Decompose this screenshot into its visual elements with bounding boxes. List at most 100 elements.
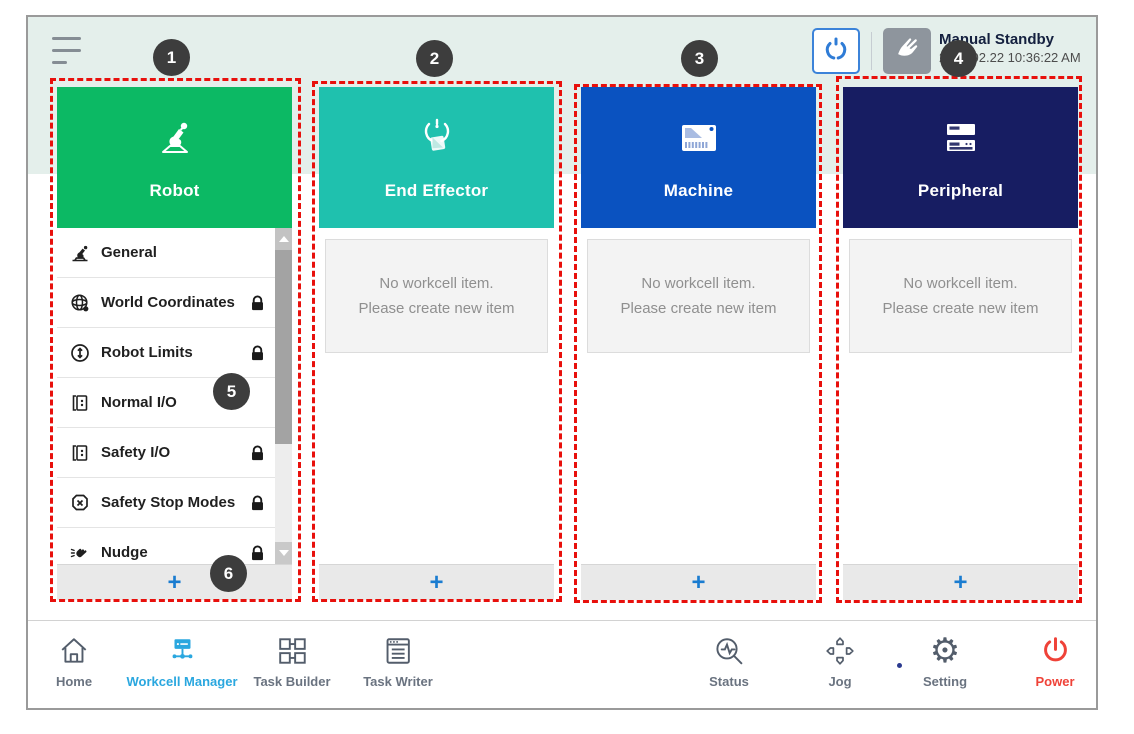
end-effector-header-card[interactable]: End Effector <box>319 87 554 228</box>
robot-arm-icon <box>151 114 199 167</box>
task-writer-icon <box>363 631 433 671</box>
column-title: Robot <box>149 181 200 200</box>
io-port-icon <box>65 442 95 464</box>
callout-badge-5: 5 <box>213 373 250 410</box>
lock-icon <box>249 445 266 467</box>
nudge-hand-icon <box>65 542 95 564</box>
workcell-manager-icon <box>126 631 237 671</box>
bottom-nav-bar: Home Workcell Manager Task Builder <box>28 620 1096 708</box>
column-title: End Effector <box>384 181 489 200</box>
status-magnifier-icon <box>709 631 749 671</box>
empty-state-line1: No workcell item. <box>641 275 756 292</box>
list-item-robot-limits[interactable]: Robot Limits <box>57 328 292 378</box>
nav-label: Setting <box>922 674 968 689</box>
list-item-label: Safety Stop Modes <box>101 494 236 511</box>
lock-icon <box>249 495 266 517</box>
power-icon <box>1035 631 1074 671</box>
nav-workcell-manager[interactable]: Workcell Manager <box>126 631 238 689</box>
list-item-label: Safety I/O <box>101 444 171 461</box>
add-end-effector-button[interactable]: + <box>319 564 554 600</box>
column-title: Peripheral <box>917 181 1004 200</box>
list-item-general[interactable]: General <box>57 228 292 278</box>
list-item-safety-stop-modes[interactable]: Safety Stop Modes <box>57 478 292 528</box>
hand-guide-button[interactable] <box>883 28 931 74</box>
robot-arm-icon <box>65 242 95 264</box>
callout-badge-3: 3 <box>681 40 718 77</box>
plus-icon: + <box>691 568 706 596</box>
callout-badge-2: 2 <box>416 40 453 77</box>
plus-icon: + <box>429 568 444 596</box>
column-end-effector: End Effector No workcell item. Please cr… <box>319 87 554 600</box>
column-title: Machine <box>663 181 734 200</box>
plus-icon: + <box>953 568 968 596</box>
nav-task-builder[interactable]: Task Builder <box>253 631 331 689</box>
empty-state-line2: Please create new item <box>358 300 515 317</box>
gripper-icon <box>821 34 851 69</box>
nav-label: Task Builder <box>253 674 331 689</box>
hand-icon <box>892 34 922 69</box>
list-scrollbar[interactable] <box>275 228 292 564</box>
lock-icon <box>249 295 266 317</box>
callout-badge-1: 1 <box>153 39 190 76</box>
menu-button[interactable] <box>52 33 84 65</box>
list-item-label: World Coordinates <box>101 294 235 311</box>
nav-setting[interactable]: ⚙ Setting <box>923 631 967 689</box>
nav-status[interactable]: Status <box>709 631 749 689</box>
callout-badge-6: 6 <box>210 555 247 592</box>
list-item-label: General <box>101 244 157 261</box>
nav-label: Jog <box>828 674 852 689</box>
list-item-normal-io[interactable]: Normal I/O <box>57 378 292 428</box>
stop-octagon-icon <box>65 492 95 514</box>
column-machine: Machine No workcell item. Please create … <box>581 87 816 600</box>
add-robot-item-button[interactable]: + <box>57 564 292 600</box>
nav-power[interactable]: Power <box>1035 631 1075 689</box>
peripheral-header-card[interactable]: Peripheral <box>843 87 1078 228</box>
add-machine-button[interactable]: + <box>581 564 816 600</box>
empty-state-box: No workcell item. Please create new item <box>587 239 810 353</box>
nav-label: Status <box>709 674 749 689</box>
triangle-down-icon <box>278 550 289 556</box>
limits-icon <box>65 342 95 364</box>
machine-icon <box>675 114 723 167</box>
tool-mode-button[interactable] <box>812 28 860 74</box>
triangle-up-icon <box>278 236 289 242</box>
empty-state-line2: Please create new item <box>882 300 1039 317</box>
callout-badge-4: 4 <box>940 40 977 77</box>
gear-icon: ⚙ <box>929 631 961 671</box>
list-item-nudge[interactable]: Nudge <box>57 528 292 564</box>
scroll-up-button[interactable] <box>275 228 292 250</box>
list-item-safety-io[interactable]: Safety I/O <box>57 428 292 478</box>
nav-task-writer[interactable]: Task Writer <box>363 631 433 689</box>
list-item-world-coordinates[interactable]: World Coordinates <box>57 278 292 328</box>
nav-label: Home <box>55 674 93 689</box>
empty-state-box: No workcell item. Please create new item <box>325 239 548 353</box>
home-icon <box>56 631 92 671</box>
task-builder-icon <box>253 631 330 671</box>
jog-dpad-icon <box>824 631 856 671</box>
gripper-box-icon <box>413 114 461 167</box>
nav-label: Workcell Manager <box>126 674 238 689</box>
nav-home[interactable]: Home <box>56 631 92 689</box>
server-stack-icon <box>937 114 985 167</box>
app-window: Manual Standby 2022.02.22 10:36:22 AM Ro… <box>26 15 1098 710</box>
empty-state-line1: No workcell item. <box>379 275 494 292</box>
list-item-label: Nudge <box>101 544 148 561</box>
hamburger-icon <box>52 37 81 40</box>
list-item-label: Normal I/O <box>101 394 177 411</box>
list-item-label: Robot Limits <box>101 344 193 361</box>
dot-indicator <box>897 663 902 668</box>
add-peripheral-button[interactable]: + <box>843 564 1078 600</box>
scrollbar-thumb[interactable] <box>275 250 292 444</box>
io-port-icon <box>65 392 95 414</box>
column-peripheral: Peripheral No workcell item. Please crea… <box>843 87 1078 600</box>
scroll-down-button[interactable] <box>275 542 292 564</box>
robot-settings-list: General World Coordinates <box>57 228 292 564</box>
topbar-divider <box>871 32 872 70</box>
nav-jog[interactable]: Jog <box>824 631 856 689</box>
nav-label: Task Writer <box>363 674 433 689</box>
robot-header-card[interactable]: Robot <box>57 87 292 228</box>
column-robot: Robot General <box>57 87 292 600</box>
empty-state-line1: No workcell item. <box>903 275 1018 292</box>
machine-header-card[interactable]: Machine <box>581 87 816 228</box>
globe-icon <box>65 292 95 314</box>
